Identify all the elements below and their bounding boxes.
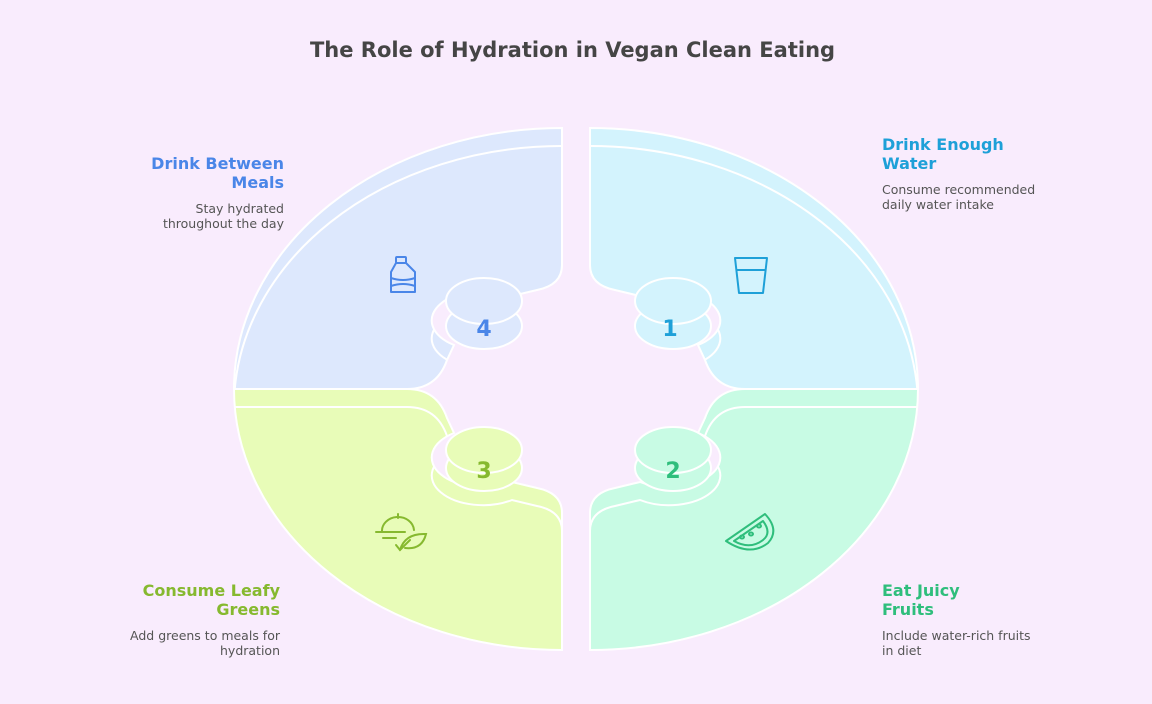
leafy-meal-icon	[375, 513, 428, 552]
step-number-2: 2	[665, 459, 680, 484]
water-bottle-icon	[390, 256, 416, 293]
step-number-3: 3	[476, 459, 491, 484]
step-2-heading: Eat Juicy Fruits	[882, 581, 960, 619]
step-number-4: 4	[476, 317, 491, 342]
quadrant-2	[589, 388, 920, 652]
number-badge-1: 1	[634, 277, 712, 350]
number-badge-4: 4	[445, 277, 523, 350]
watermelon-icon	[725, 513, 775, 551]
step-3-text: Consume Leafy Greens Add greens to meals…	[90, 581, 280, 658]
quadrant-3	[232, 388, 563, 652]
step-3-description: Add greens to meals for hydration	[130, 628, 280, 658]
step-1-description: Consume recommended daily water intake	[882, 182, 1036, 212]
number-badge-2: 2	[634, 426, 712, 492]
number-badge-3: 3	[445, 426, 523, 492]
step-4-heading: Drink Between Meals	[151, 154, 284, 192]
step-2-description: Include water-rich fruits in diet	[882, 628, 1031, 658]
quadrant-1	[589, 126, 920, 390]
step-number-1: 1	[662, 317, 677, 342]
water-glass-icon	[734, 257, 768, 294]
step-1-text: Drink Enough Water Consume recommended d…	[882, 135, 1072, 212]
step-1-heading: Drink Enough Water	[882, 135, 1004, 173]
step-4-description: Stay hydrated throughout the day	[162, 201, 284, 231]
diagram-title: The Role of Hydration in Vegan Clean Eat…	[309, 38, 836, 62]
step-3-heading: Consume Leafy Greens	[142, 581, 280, 619]
step-2-text: Eat Juicy Fruits Include water-rich frui…	[882, 581, 1072, 658]
step-4-text: Drink Between Meals Stay hydrated throug…	[94, 154, 284, 231]
